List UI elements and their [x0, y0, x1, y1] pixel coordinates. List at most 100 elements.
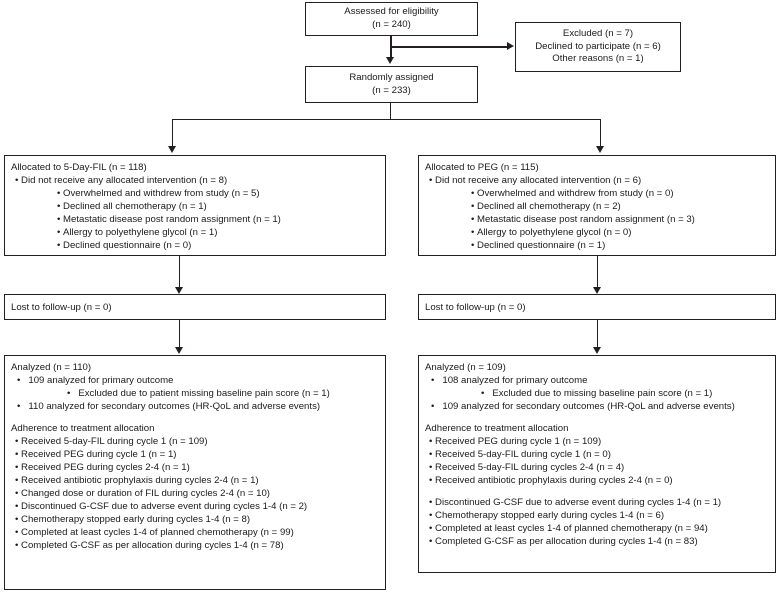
- bullet-glyph: •: [57, 227, 64, 238]
- analysis-left-heading: Analyzed (n = 110): [11, 362, 92, 373]
- allocation-right-box: Allocated to PEG (n = 115) • Did not rec…: [418, 155, 776, 256]
- connector-left-alloc-to-followup: [179, 256, 181, 288]
- allocation-right-sub-5: • Declined questionnaire (n = 1): [471, 240, 606, 251]
- bullet-glyph: •: [15, 449, 22, 460]
- bullet-glyph: •: [15, 540, 22, 551]
- allocation-left-bullet: • Did not receive any allocated interven…: [15, 175, 228, 186]
- allocation-left-sub-3: • Metastatic disease post random assignm…: [57, 214, 281, 225]
- allocation-left-sub-5: • Declined questionnaire (n = 0): [57, 240, 192, 251]
- analysis-left-adherence-9: • Completed G-CSF as per allocation duri…: [15, 540, 284, 551]
- arrow-right-alloc-to-followup: [593, 287, 601, 294]
- excluded-box: Excluded (n = 7) Declined to participate…: [515, 22, 681, 72]
- arrow-left-followup-to-analysis: [175, 347, 183, 354]
- bullet-glyph: •: [429, 449, 436, 460]
- bullet-glyph: •: [15, 462, 22, 473]
- bullet-glyph: •: [471, 201, 478, 212]
- followup-right-box: Lost to follow-up (n = 0): [418, 294, 776, 320]
- bullet-glyph: •: [15, 514, 22, 525]
- connector-right-alloc-to-followup: [597, 256, 599, 288]
- bullet-glyph: •: [67, 388, 79, 399]
- bullet-glyph: •: [429, 475, 436, 486]
- randomized-label: Randomly assigned: [349, 71, 434, 83]
- allocation-left-box: Allocated to 5-Day-FIL (n = 118) • Did n…: [4, 155, 386, 256]
- allocation-right-sub-3: • Metastatic disease post random assignm…: [471, 214, 695, 225]
- assessed-label: Assessed for eligibility: [344, 6, 439, 18]
- bullet-glyph: •: [471, 227, 478, 238]
- arrow-right-followup-to-analysis: [593, 347, 601, 354]
- analysis-left-primary-sub: • Excluded due to patient missing baseli…: [67, 388, 330, 399]
- analysis-left-spacer: [11, 413, 379, 422]
- assessed-count: (n = 240): [372, 19, 411, 30]
- analysis-right-spacer-1: [425, 413, 769, 422]
- bullet-glyph: •: [57, 201, 64, 212]
- excluded-other: Other reasons (n = 1): [552, 53, 644, 65]
- connector-randomized-stem: [390, 103, 392, 120]
- analysis-left-adherence-8: • Completed at least cycles 1-4 of plann…: [15, 527, 294, 538]
- allocation-left-sub-1: • Overwhelmed and withdrew from study (n…: [57, 188, 260, 199]
- analysis-left-box: Analyzed (n = 110) • 109 analyzed for pr…: [4, 355, 386, 590]
- bullet-glyph: •: [429, 175, 436, 186]
- analysis-left-adherence-1: • Received 5-day-FIL during cycle 1 (n =…: [15, 436, 208, 447]
- bullet-glyph: •: [481, 388, 493, 399]
- analysis-right-heading: Analyzed (n = 109): [425, 362, 506, 373]
- arrow-to-right-allocation: [596, 146, 604, 153]
- analysis-left-adherence-2: • Received PEG during cycle 1 (n = 1): [15, 449, 177, 460]
- bullet-glyph: •: [429, 497, 436, 508]
- bullet-glyph: •: [57, 188, 64, 199]
- connector-split-right: [600, 119, 602, 148]
- excluded-declined: Declined to participate (n = 6): [535, 40, 661, 52]
- bullet-glyph: •: [431, 375, 443, 386]
- allocation-right-bullet: • Did not receive any allocated interven…: [429, 175, 642, 186]
- followup-left-box: Lost to follow-up (n = 0): [4, 294, 386, 320]
- bullet-glyph: •: [429, 436, 436, 447]
- assessed-for-eligibility-box: Assessed for eligibility (n = 240): [305, 2, 478, 36]
- analysis-right-adherence-5: • Discontinued G-CSF due to adverse even…: [429, 497, 722, 508]
- analysis-right-secondary: • 109 analyzed for secondary outcomes (H…: [431, 401, 735, 412]
- bullet-glyph: •: [15, 527, 22, 538]
- bullet-glyph: •: [429, 462, 436, 473]
- randomly-assigned-box: Randomly assigned (n = 233): [305, 66, 478, 103]
- connector-split-bar: [172, 119, 601, 121]
- allocation-right-sub-1: • Overwhelmed and withdrew from study (n…: [471, 188, 674, 199]
- analysis-left-adherence-5: • Changed dose or duration of FIL during…: [15, 488, 270, 499]
- analysis-left-adherence-7: • Chemotherapy stopped early during cycl…: [15, 514, 251, 525]
- analysis-right-adherence-heading: Adherence to treatment allocation: [425, 423, 569, 434]
- bullet-glyph: •: [15, 501, 22, 512]
- analysis-right-primary: • 108 analyzed for primary outcome: [431, 375, 588, 386]
- allocation-left-sub-2: • Declined all chemotherapy (n = 1): [57, 201, 207, 212]
- followup-right-label: Lost to follow-up (n = 0): [425, 302, 526, 313]
- allocation-right-heading: Allocated to PEG (n = 115): [425, 162, 539, 173]
- bullet-glyph: •: [15, 488, 22, 499]
- arrow-to-left-allocation: [168, 146, 176, 153]
- arrow-assessed-to-randomized: [385, 57, 394, 64]
- bullet-glyph: •: [429, 510, 436, 521]
- randomized-count: (n = 233): [372, 84, 411, 96]
- excluded-total: Excluded (n = 7): [562, 28, 634, 40]
- analysis-right-adherence-2: • Received 5-day-FIL during cycle 1 (n =…: [429, 449, 611, 460]
- followup-left-label: Lost to follow-up (n = 0): [11, 302, 112, 313]
- allocation-right-sub-4: • Allergy to polyethylene glycol (n = 0): [471, 227, 632, 238]
- bullet-glyph: •: [429, 536, 436, 547]
- arrow-left-alloc-to-followup: [175, 287, 183, 294]
- analysis-right-adherence-4: • Received antibiotic prophylaxis during…: [429, 475, 673, 486]
- bullet-glyph: •: [17, 401, 29, 412]
- connector-to-excluded: [390, 46, 508, 48]
- bullet-glyph: •: [57, 240, 64, 251]
- analysis-left-adherence-4: • Received antibiotic prophylaxis during…: [15, 475, 259, 486]
- analysis-left-adherence-6: • Discontinued G-CSF due to adverse even…: [15, 501, 308, 512]
- bullet-glyph: •: [17, 375, 29, 386]
- allocation-left-heading: Allocated to 5-Day-FIL (n = 118): [11, 162, 147, 173]
- analysis-right-spacer-2: [425, 487, 769, 496]
- bullet-glyph: •: [471, 214, 478, 225]
- bullet-glyph: •: [471, 188, 478, 199]
- allocation-left-sub-4: • Allergy to polyethylene glycol (n = 1): [57, 227, 218, 238]
- arrow-to-excluded: [507, 42, 514, 50]
- connector-left-followup-to-analysis: [179, 320, 181, 348]
- analysis-right-box: Analyzed (n = 109) • 108 analyzed for pr…: [418, 355, 776, 573]
- analysis-right-adherence-6: • Chemotherapy stopped early during cycl…: [429, 510, 665, 521]
- analysis-right-adherence-1: • Received PEG during cycle 1 (n = 109): [429, 436, 602, 447]
- bullet-glyph: •: [15, 475, 22, 486]
- connector-split-left: [172, 119, 174, 148]
- bullet-glyph: •: [15, 175, 22, 186]
